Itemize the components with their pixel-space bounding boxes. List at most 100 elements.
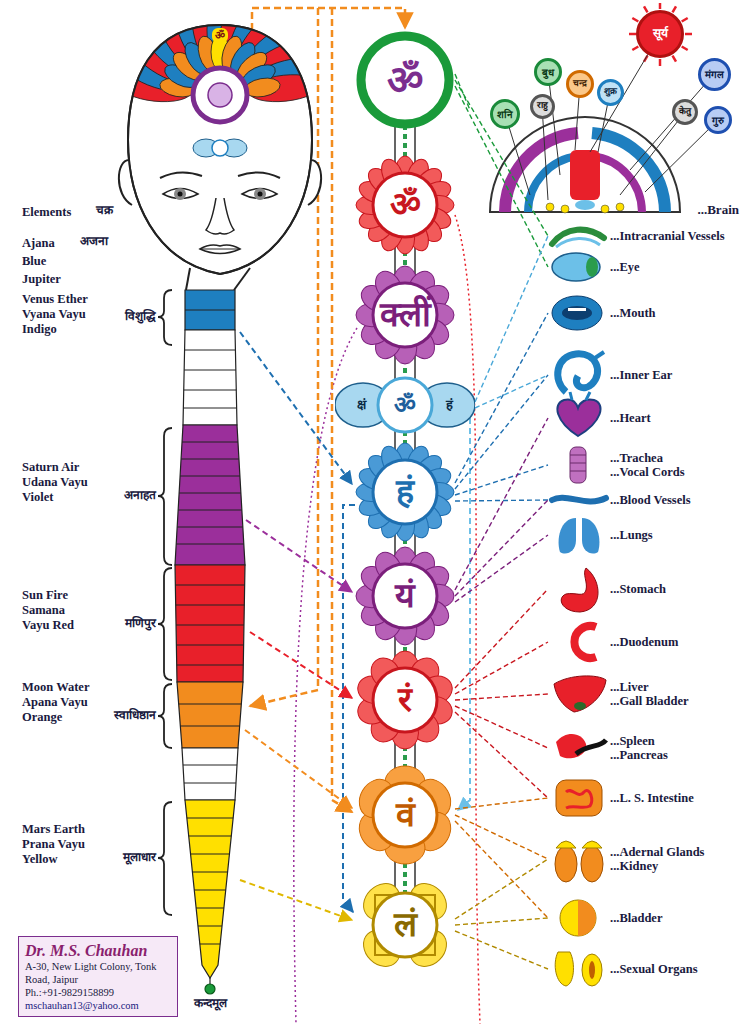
- chakra-name: स्वाधिष्ठान: [114, 708, 156, 723]
- brain-diagram: ...Brainसूर्यबुधचन्द्रशुक्रमंगलशनिराहुके…: [470, 2, 741, 218]
- spine-bands: [160, 390, 260, 391]
- head-figure: [186, 268, 190, 290]
- spine-bands: [160, 818, 260, 819]
- spine-bands: [160, 544, 260, 545]
- brain-figure: [490, 117, 680, 212]
- organ-label: ...Stomach: [610, 582, 739, 596]
- organ-figure: ...Heart: [548, 398, 741, 438]
- connector-line: [455, 500, 548, 596]
- organ-label: ...Vocal Cords: [610, 465, 739, 479]
- organ-icon: [561, 568, 598, 612]
- organ-figure: ...Trachea...Vocal Cords: [548, 445, 741, 485]
- organ-label: ...Adernal Glands: [610, 845, 739, 859]
- organ-icon: [574, 626, 596, 658]
- chakra-name: अजना: [80, 234, 108, 249]
- planet-circle: चन्द्र: [566, 70, 594, 98]
- planet-name: केतु: [679, 107, 691, 117]
- spine-bands: [160, 645, 260, 646]
- spine-bands: [160, 442, 260, 443]
- credit-box: Dr. M.S. ChauhanA-30, New Light Colony, …: [18, 936, 178, 1017]
- chakra-lotus: ॐ: [355, 155, 455, 255]
- spine-bands: [160, 890, 260, 891]
- chakra-attribute: Saturn Air Udana Vayu Violet: [22, 460, 94, 505]
- spine-bands: [183, 330, 237, 425]
- organ-icon: [586, 257, 598, 277]
- head-figure: [238, 172, 280, 178]
- brain-figure: [659, 59, 662, 66]
- brain-figure: [685, 33, 692, 36]
- brain-figure: [630, 74, 714, 170]
- organ-figure: ...Spleen...Pancreas: [548, 726, 741, 770]
- planet-name: मंगल: [705, 69, 724, 80]
- column-heading: Elements: [22, 205, 71, 220]
- chakra-attribute: Ajana: [22, 236, 55, 251]
- organ-label: ...Inner Ear: [610, 368, 739, 382]
- spine-bands: [160, 836, 260, 837]
- energy-dotted-line: [458, 418, 470, 810]
- spine-bands: [182, 748, 238, 800]
- head-figure: [208, 83, 232, 107]
- organ-icon: [582, 841, 602, 848]
- brain-figure: [645, 120, 718, 192]
- lotus-center: [373, 283, 437, 347]
- organ-icon: [578, 900, 596, 936]
- organ-icon: [559, 518, 576, 554]
- column-heading: Elements: [22, 205, 71, 220]
- organ-figure: ...Inner Ear: [548, 350, 741, 400]
- chakra-name: अनाहत: [124, 488, 156, 503]
- connector-line: [455, 821, 548, 918]
- spine-bands: [160, 908, 260, 909]
- organ-icon: [560, 900, 596, 936]
- chakra-attribute: Moon Water Apana Vayu Orange: [22, 680, 94, 725]
- chakra-lotus: वं: [355, 765, 455, 865]
- organ-figure: ...Lungs: [548, 515, 741, 555]
- head-figure: [254, 188, 266, 200]
- organ-icon: [552, 230, 606, 986]
- chakra-attribute: Venus Ether Vyana Vayu Indigo: [22, 292, 94, 337]
- organ-figure: ...Stomach: [548, 565, 741, 613]
- brace: [158, 428, 172, 565]
- spine-bands: [160, 408, 260, 409]
- brace: [158, 290, 172, 915]
- spine-bands: [185, 800, 235, 978]
- chakra-lotus: हं: [355, 442, 455, 542]
- brain-figure: [592, 133, 665, 212]
- root-label: कन्दमूल: [194, 996, 227, 1011]
- organ-label: ...Brain: [695, 202, 741, 218]
- organ-icon: [554, 676, 606, 712]
- chakra-name: विशुद्धि: [125, 309, 156, 324]
- organ-figure: ...Duodenum: [548, 622, 741, 662]
- bija-mantra: ॐ: [387, 392, 423, 418]
- contact-line: A-30, New Light Colony, Tonk Road, Jaipu…: [25, 960, 171, 986]
- organ-label: ...Pancreas: [610, 748, 739, 762]
- organ-figure: ...Sexual Organs: [548, 945, 741, 993]
- organ-icon: [562, 306, 592, 320]
- head-figure: [200, 249, 240, 250]
- organ-icon: [576, 740, 606, 754]
- energy-dotted-line: [240, 880, 352, 920]
- spine-bands: [160, 854, 260, 855]
- bija-mantra: हं: [396, 473, 414, 510]
- planet-circle: शुक्र: [597, 79, 624, 106]
- organ-label: ...Liver: [610, 680, 739, 694]
- organ-label: ...Kidney: [610, 859, 739, 873]
- connector-line: [455, 465, 548, 495]
- organ-icon: [582, 518, 599, 554]
- chakra-attribute: Blue: [22, 254, 46, 269]
- spine-bands: [160, 290, 260, 994]
- organ-icon: [581, 846, 603, 882]
- connector-line: [455, 706, 548, 748]
- planet-name: सूर्य: [653, 27, 668, 40]
- chakra-lotus: क्षंॐहं: [335, 374, 475, 436]
- chakra-lotus: लं: [355, 875, 455, 975]
- bija-mantra: ॐ: [390, 186, 421, 223]
- planet-name: बुध: [542, 67, 554, 78]
- energy-dotted-line: [245, 730, 352, 808]
- brain-figure: [548, 72, 560, 175]
- connector-line: [455, 859, 548, 919]
- organ-icon: [557, 399, 600, 436]
- organ-label: ...Duodenum: [610, 635, 739, 649]
- connector-line: [455, 798, 548, 809]
- connector-line: [455, 500, 548, 501]
